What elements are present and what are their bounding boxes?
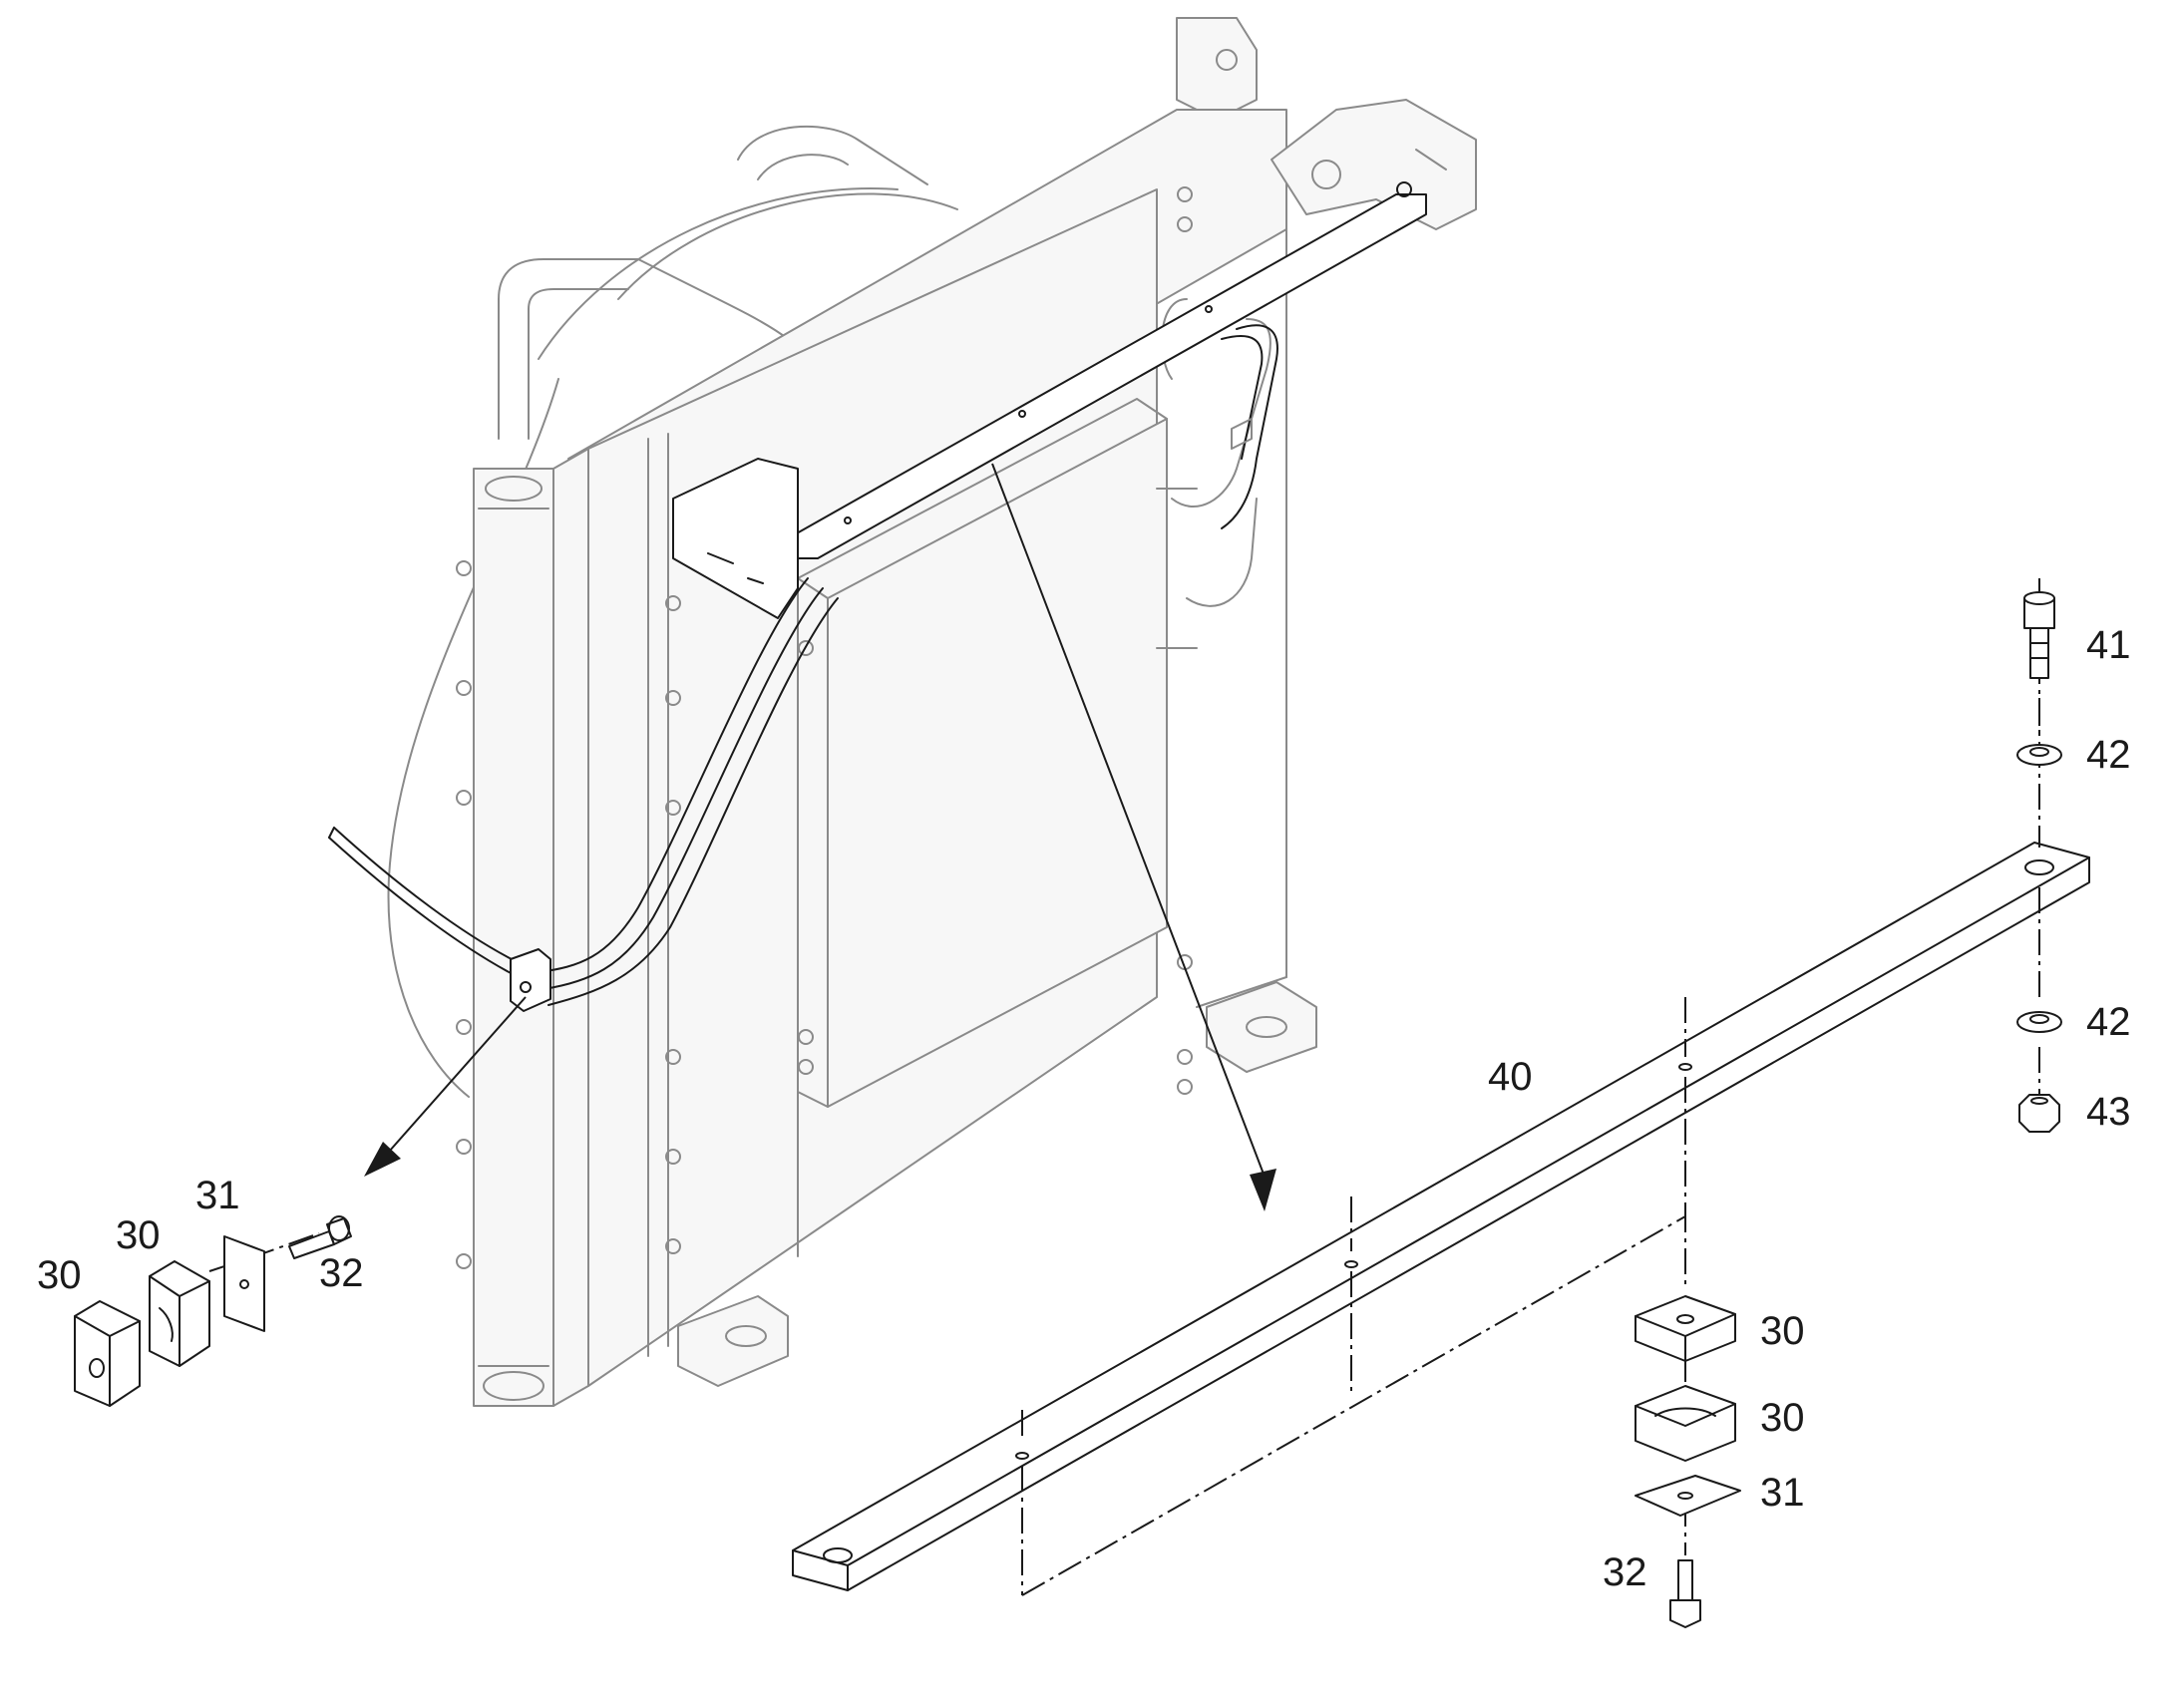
cross-bar-40 (792, 842, 2090, 1591)
leader-arrows (364, 463, 1276, 1211)
callouts: 30 30 31 32 40 41 42 42 43 30 30 31 32 (37, 623, 2131, 1594)
callout-43: 43 (2086, 1090, 2131, 1134)
bolt-stack (2016, 591, 2062, 1133)
callout-31-right: 31 (1760, 1471, 1805, 1515)
hose-assembly (328, 324, 1278, 1012)
callout-31-left: 31 (195, 1174, 240, 1217)
callout-42-bottom: 42 (2086, 1000, 2131, 1044)
callout-32-left: 32 (319, 1251, 364, 1295)
callout-30-left-outer: 30 (37, 1253, 82, 1297)
callout-32-right: 32 (1603, 1550, 1647, 1594)
callout-30-right-lower: 30 (1760, 1396, 1805, 1440)
left-clamp-group (74, 1215, 352, 1407)
callout-30-left-inner: 30 (116, 1213, 161, 1257)
upper-cross-bar (672, 181, 1427, 619)
callout-30-right-upper: 30 (1760, 1309, 1805, 1353)
cooler-assembly (387, 17, 1477, 1407)
right-clamp-group (1635, 1295, 1741, 1628)
callout-40: 40 (1488, 1055, 1533, 1099)
callout-42-top: 42 (2086, 733, 2131, 777)
callout-41: 41 (2086, 623, 2131, 667)
